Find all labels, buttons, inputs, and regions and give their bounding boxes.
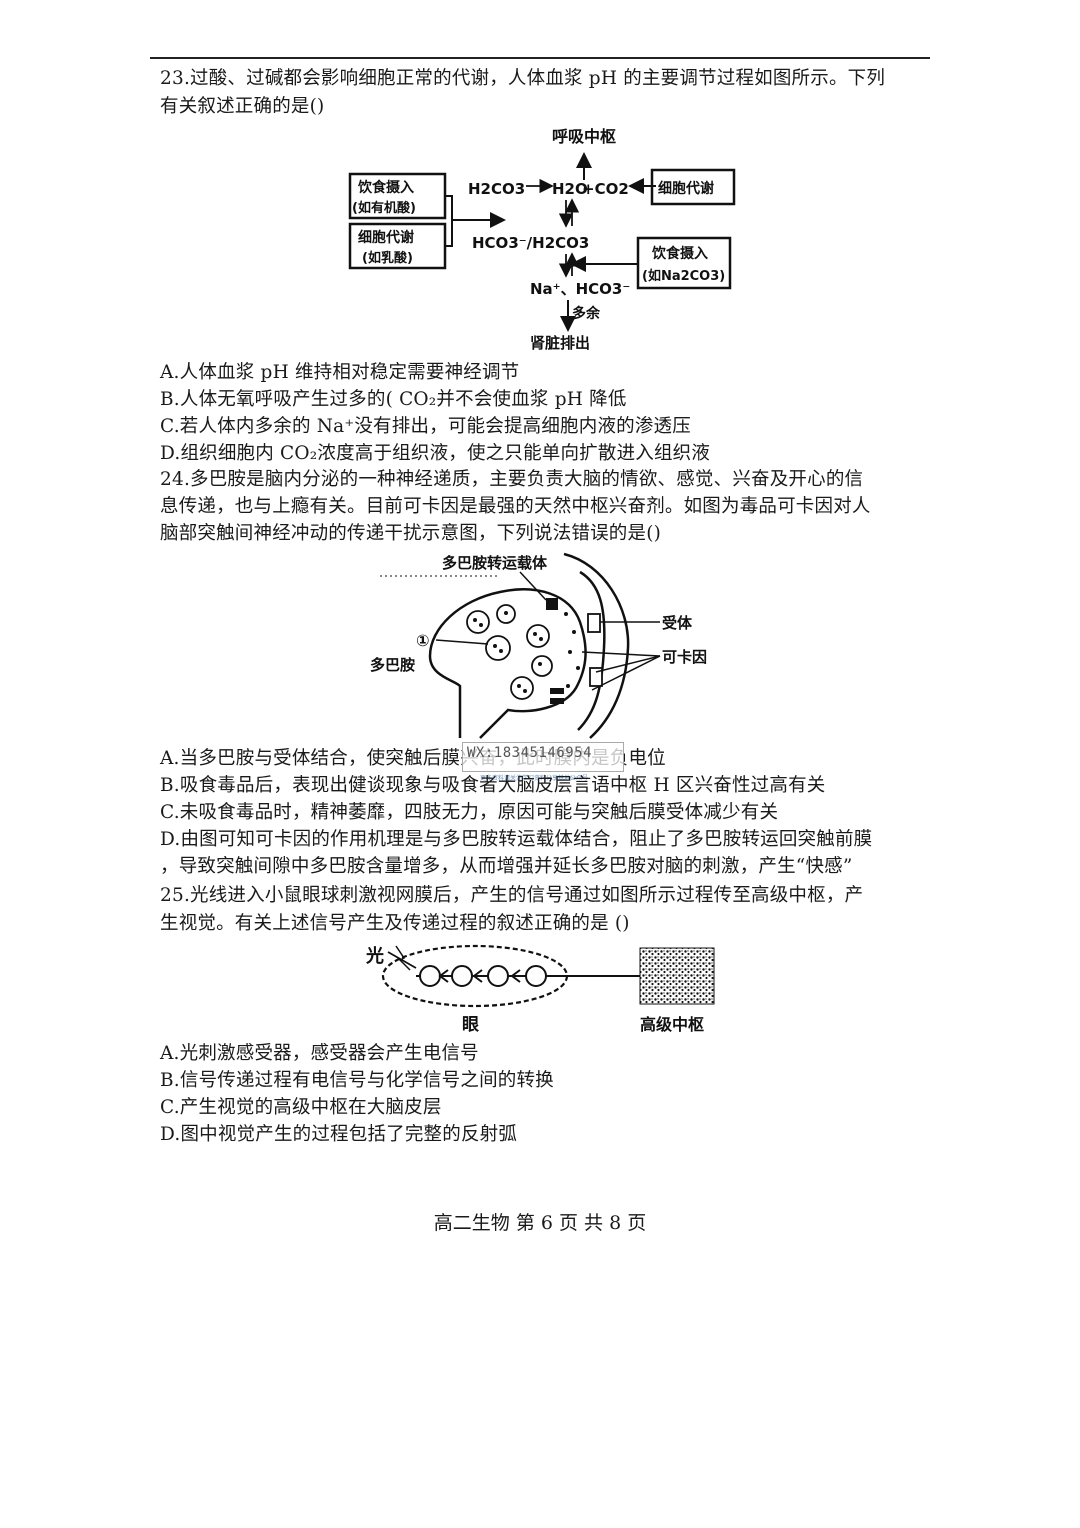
kidney-excretion-label: 肾脏排出 [530, 334, 590, 352]
page-footer: 高二生物 第 6 页 共 8 页 [433, 1212, 647, 1234]
q23-stem-line2: 有关叙述正确的是() [160, 96, 325, 117]
higher-center-block [639, 947, 715, 1005]
equation-h2o: H2O [552, 180, 588, 198]
q24-option-b: B.吸食毒品后，表现出健谈现象与吸食者大脑皮层言语中枢 H 区兴奋性过高有关 [160, 775, 826, 796]
q25-stem-line2: 生视觉。有关上述信号产生及传递过程的叙述正确的是 () [160, 913, 630, 934]
q24-option-c: C.未吸食毒品时，精神萎靡，四肢无力，原因可能与突触后膜受体减少有关 [160, 802, 779, 823]
q23-option-c: C.若人体内多余的 Na⁺没有排出，可能会提高细胞内液的渗透压 [160, 416, 691, 437]
ph-regulation-diagram: 呼吸中枢 饮食摄入 (如有机酸) 细胞代谢 (如乳酸) H2CO3 H2O +C… [348, 127, 736, 352]
q23-option-d: D.组织细胞内 CO₂浓度高于组织液，使之只能单向扩散进入组织液 [160, 443, 711, 464]
cell-metabolism-label: 细胞代谢 [658, 180, 714, 197]
marker-1: ① [416, 631, 430, 650]
watermark-box: WX:18345146954 [462, 742, 624, 772]
q23-option-b: B.人体无氧呼吸产生过多的( CO₂并不会使血浆 pH 降低 [160, 389, 627, 410]
dopamine-label: 多巴胺 [370, 656, 415, 674]
header-rule [150, 57, 930, 59]
box2-line1: 细胞代谢 [358, 229, 414, 246]
equation-h2co3: H2CO3 [468, 180, 525, 198]
q23-stem-line1: 23.过酸、过碱都会影响细胞正常的代谢，人体血浆 pH 的主要调节过程如图所示。… [160, 68, 886, 89]
cocaine-label: 可卡因 [662, 648, 707, 666]
watermark-id: WX:18345146954 [467, 745, 593, 761]
ions-label: Na⁺、HCO3⁻ [530, 280, 630, 298]
box1-line1: 饮食摄入 [357, 179, 414, 196]
synapse-diagram: 多巴胺转运载体 受体 可卡因 ① 多巴胺 [370, 552, 707, 739]
q24-option-d-line1: D.由图可知可卡因的作用机理是与多巴胺转运载体结合，阻止了多巴胺转运回突触前膜 [160, 829, 873, 850]
box1-line2: (如有机酸) [352, 200, 416, 216]
visual-pathway-diagram: 光 眼 高级中枢 [365, 944, 715, 1035]
q24-option-d-line2: ，导致突触间隙中多巴胺含量增多，从而增强并延长多巴胺对脑的刺激，产生“快感” [160, 856, 853, 877]
higher-center-label: 高级中枢 [640, 1015, 704, 1034]
buffer-pair-label: HCO3⁻/H2CO3 [472, 234, 589, 252]
box-cell-metabolism [650, 168, 736, 206]
q25-stem-line1: 25.光线进入小鼠眼球刺激视网膜后，产生的信号通过如图所示过程传至高级中枢，产 [160, 885, 864, 906]
q23-option-a: A.人体血浆 pH 维持相对稳定需要神经调节 [160, 362, 520, 383]
excess-label: 多余 [572, 305, 601, 322]
watermark-sub: 更多资料请关注学习资料分享基地公众号 [480, 775, 589, 782]
respiratory-center-label: 呼吸中枢 [552, 127, 616, 146]
eye-label: 眼 [462, 1015, 479, 1035]
transporter-label: 多巴胺转运载体 [442, 554, 548, 572]
box2-line2: (如乳酸) [362, 250, 413, 266]
receptor-label: 受体 [662, 614, 693, 632]
q25-option-d: D.图中视觉产生的过程包括了完整的反射弧 [160, 1124, 518, 1145]
light-label: 光 [365, 945, 384, 967]
q25-option-b: B.信号传递过程有电信号与化学信号之间的转换 [160, 1070, 554, 1091]
q25-option-c: C.产生视觉的高级中枢在大脑皮层 [160, 1097, 442, 1118]
box3-line1: 饮食摄入 [651, 245, 708, 262]
q24-stem-line2: 息传递，也与上瘾有关。目前可卡因是最强的天然中枢兴奋剂。如图为毒品可卡因对人 [160, 496, 871, 517]
equation-co2: +CO2 [582, 180, 629, 198]
q24-stem-line1: 24.多巴胺是脑内分泌的一种神经递质，主要负责大脑的情欲、感觉、兴奋及开心的信 [160, 469, 864, 490]
q25-option-a: A.光刺激感受器，感受器会产生电信号 [160, 1043, 479, 1064]
box3-line2: (如Na2CO3) [642, 268, 725, 284]
q24-stem-line3: 脑部突触间神经冲动的传递干扰示意图，下列说法错误的是() [160, 523, 662, 544]
